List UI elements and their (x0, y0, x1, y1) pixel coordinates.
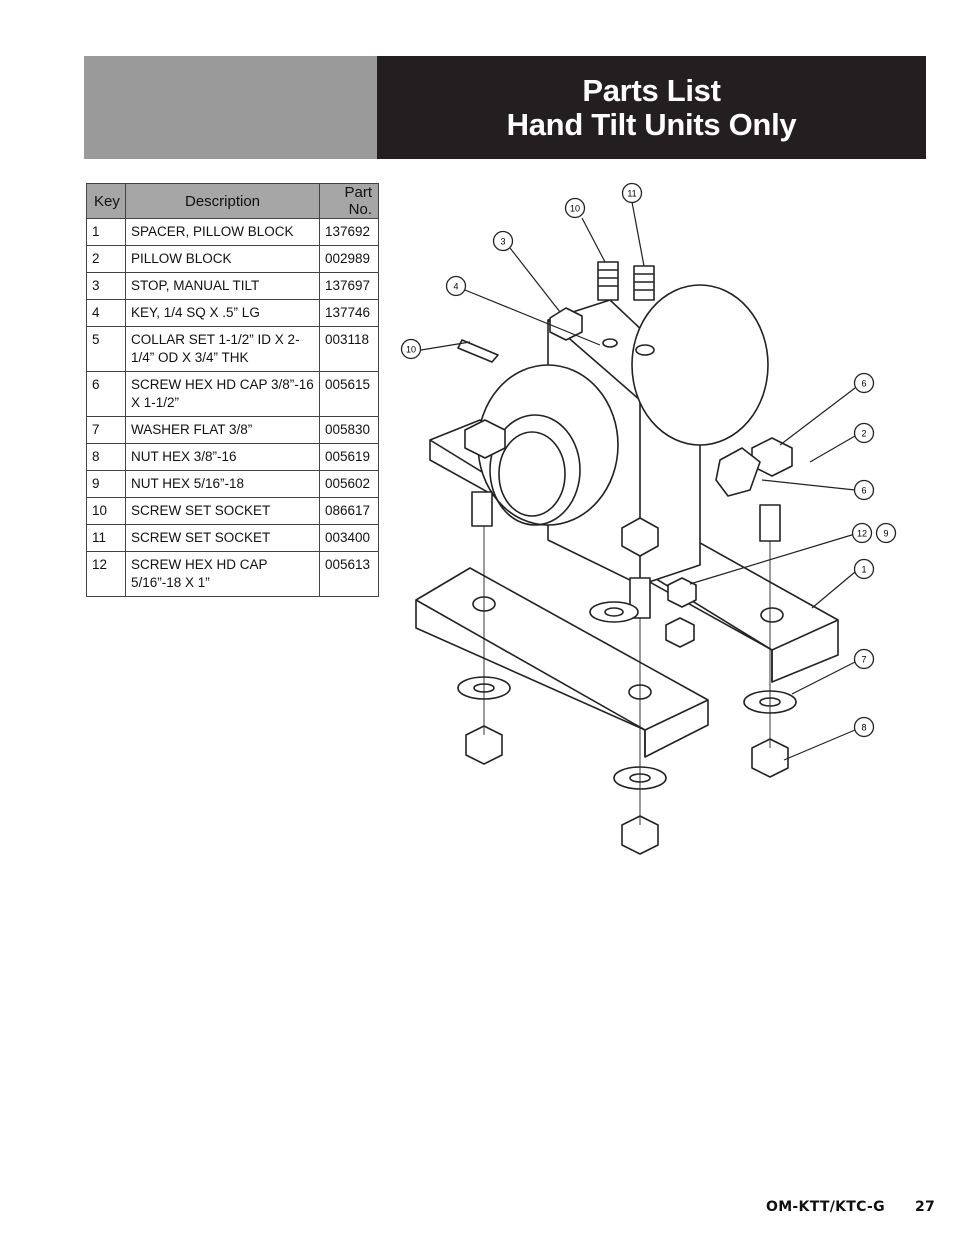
callout-12: 12 (851, 522, 873, 544)
cell-part-no: 005615 (319, 371, 379, 417)
footer-doc-code: OM-KTT/KTC-G (766, 1199, 885, 1215)
callout-label: 11 (627, 189, 636, 199)
callout-group: 10 11 3 4 10 6 2 6 12 9 1 7 8 (400, 182, 897, 738)
callout-label: 6 (861, 486, 866, 496)
cell-part-no: 086617 (319, 497, 379, 525)
callout-6: 6 (853, 372, 875, 394)
callout-4: 4 (445, 275, 467, 297)
cell-description: PILLOW BLOCK (125, 245, 320, 273)
cell-description: SCREW HEX HD CAP 3/8”-16 X 1-1/2” (125, 371, 320, 417)
pillow-block-drawing (477, 284, 769, 586)
callout-label: 2 (861, 429, 866, 439)
callout-label: 3 (500, 237, 505, 247)
leader-line-drawing (420, 201, 856, 761)
callout-10: 10 (400, 338, 422, 360)
cell-key: 10 (86, 497, 126, 525)
cell-part-no: 005613 (319, 551, 379, 597)
cell-part-no: 005602 (319, 470, 379, 498)
callout-7: 7 (853, 648, 875, 670)
callout-label: 7 (861, 655, 866, 665)
callout-3: 3 (492, 230, 514, 252)
cell-description: SCREW HEX HD CAP 5/16”-18 X 1” (125, 551, 320, 597)
cell-description: COLLAR SET 1-1/2” ID X 2-1/4” OD X 3/4” … (125, 326, 320, 372)
cell-key: 1 (86, 218, 126, 246)
cell-description: KEY, 1/4 SQ X .5” LG (125, 299, 320, 327)
page-footer: OM-KTT/KTC-G 27 (766, 1199, 935, 1215)
cell-key: 7 (86, 416, 126, 444)
col-header-part-no: Part No. (319, 183, 379, 219)
col-header-description: Description (125, 183, 320, 219)
cell-key: 11 (86, 524, 126, 552)
callout-label: 1 (861, 565, 866, 575)
cell-part-no: 137746 (319, 299, 379, 327)
callout-6: 6 (853, 479, 875, 501)
parts-table-header-row: Key Description Part No. (86, 183, 379, 219)
cell-key: 2 (86, 245, 126, 273)
cell-description: SCREW SET SOCKET (125, 497, 320, 525)
cell-key: 12 (86, 551, 126, 597)
set-screw-drawing (457, 261, 655, 363)
cell-key: 4 (86, 299, 126, 327)
cell-key: 9 (86, 470, 126, 498)
centerline-drawing (483, 526, 771, 825)
callout-label: 10 (570, 204, 580, 214)
callout-label: 4 (453, 282, 458, 292)
stop-block-drawing (549, 307, 583, 341)
page-title-line1: Parts List (582, 72, 721, 108)
cell-part-no: 003400 (319, 524, 379, 552)
page-title: Parts List Hand Tilt Units Only (377, 56, 926, 159)
cell-description: NUT HEX 3/8”-16 (125, 443, 320, 471)
callout-label: 10 (406, 345, 416, 355)
callout-8: 8 (853, 716, 875, 738)
cell-part-no: 005830 (319, 416, 379, 444)
col-header-key: Key (86, 183, 126, 219)
cell-description: WASHER FLAT 3/8” (125, 416, 320, 444)
header-gray-block (84, 56, 377, 159)
callout-1: 1 (853, 558, 875, 580)
callout-label: 8 (861, 723, 866, 733)
callout-10: 10 (564, 197, 586, 219)
cell-part-no: 137692 (319, 218, 379, 246)
cell-key: 8 (86, 443, 126, 471)
footer-page-number: 27 (914, 1199, 936, 1215)
lower-bar-drawing (415, 567, 784, 758)
callout-2: 2 (853, 422, 875, 444)
cell-description: STOP, MANUAL TILT (125, 272, 320, 300)
cell-part-no: 003118 (319, 326, 379, 372)
hex-bolt-drawing (464, 419, 793, 619)
exploded-assembly-diagram: 10 11 3 4 10 6 2 6 12 9 1 7 8 (400, 182, 897, 855)
callout-11: 11 (621, 182, 643, 204)
cell-description: SPACER, PILLOW BLOCK (125, 218, 320, 246)
cell-key: 6 (86, 371, 126, 417)
cell-part-no: 137697 (319, 272, 379, 300)
page-title-line2: Hand Tilt Units Only (506, 106, 797, 142)
callout-label: 12 (857, 529, 867, 539)
cell-key: 3 (86, 272, 126, 300)
cell-description: SCREW SET SOCKET (125, 524, 320, 552)
cell-description: NUT HEX 5/16”-18 (125, 470, 320, 498)
callout-9: 9 (875, 522, 897, 544)
cell-key: 5 (86, 326, 126, 372)
cell-part-no: 002989 (319, 245, 379, 273)
callout-label: 6 (861, 379, 866, 389)
cell-part-no: 005619 (319, 443, 379, 471)
callout-label: 9 (883, 529, 888, 539)
